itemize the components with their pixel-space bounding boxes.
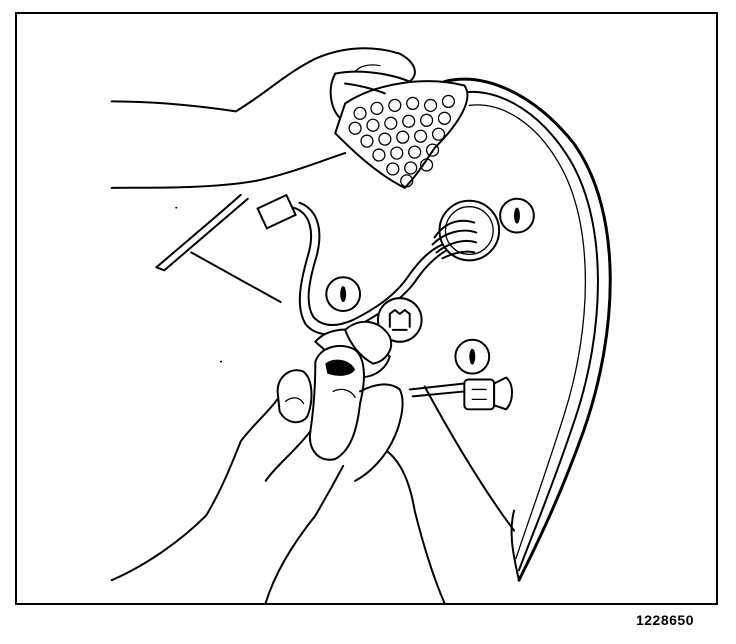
lower-hand [110,345,446,603]
callout-2 [325,276,362,312]
callout-1 [499,197,535,234]
tail-lamp-diagram [110,47,612,603]
upper-hand [110,47,416,189]
callout-3 [454,338,491,375]
illustration-frame [15,12,718,605]
bulb-socket-round [431,199,501,262]
lamp-lens [334,80,469,190]
speck-marks [175,206,222,363]
figure-number: 1228650 [635,612,694,628]
side-marker-connector [408,376,514,411]
bulb [376,297,423,343]
wiring-harness [155,193,448,336]
